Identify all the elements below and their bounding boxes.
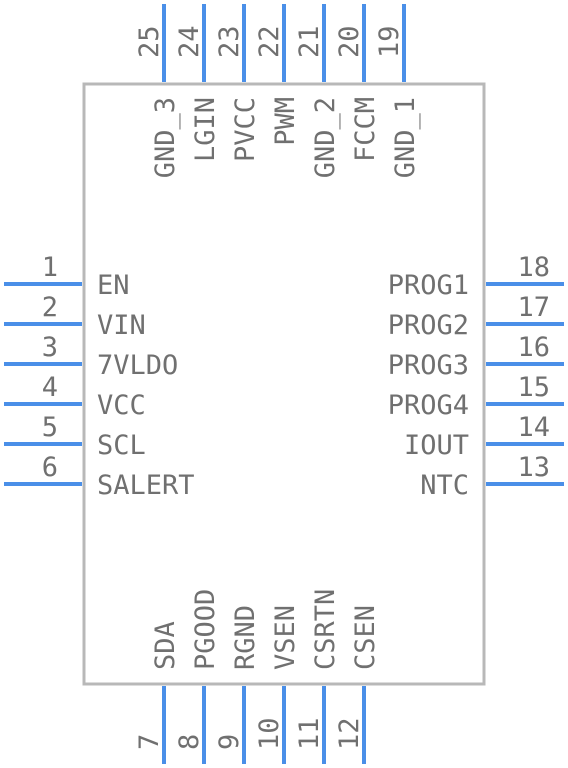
pin-24-name: LGIN bbox=[190, 97, 221, 162]
pin-3-name: 7VLDO bbox=[97, 350, 178, 381]
pin-16-number: 16 bbox=[517, 332, 550, 363]
pin-21-number: 21 bbox=[294, 25, 325, 58]
pin-25-name: GND_3 bbox=[150, 97, 181, 178]
pin-5-number: 5 bbox=[42, 412, 58, 443]
pin-19-number: 19 bbox=[374, 25, 405, 58]
pin-7-number: 7 bbox=[134, 734, 165, 750]
pin-15-name: PROG4 bbox=[388, 390, 469, 421]
pin-20-name: FCCM bbox=[350, 97, 381, 162]
pin-7-name: SDA bbox=[150, 621, 181, 670]
pin-21-name: GND_2 bbox=[310, 97, 341, 178]
pin-25-number: 25 bbox=[134, 25, 165, 58]
ic-body bbox=[82, 82, 486, 686]
pin-18-name: PROG1 bbox=[388, 270, 469, 301]
pin-3-number: 3 bbox=[42, 332, 58, 363]
pin-11-name: CSRTN bbox=[310, 589, 341, 670]
pin-1-name: EN bbox=[97, 270, 130, 301]
pin-13-name: NTC bbox=[420, 470, 469, 501]
pin-12-name: CSEN bbox=[350, 605, 381, 670]
pin-11-number: 11 bbox=[294, 717, 325, 750]
pin-9-number: 9 bbox=[214, 734, 245, 750]
pin-2-name: VIN bbox=[97, 310, 146, 341]
pin-5-name: SCL bbox=[97, 430, 146, 461]
pin-14-name: IOUT bbox=[404, 430, 469, 461]
pin-13-number: 13 bbox=[517, 452, 550, 483]
pin-24-number: 24 bbox=[174, 25, 205, 58]
pin-6-name: SALERT bbox=[97, 470, 195, 501]
pin-8-number: 8 bbox=[174, 734, 205, 750]
pin-23-name: PVCC bbox=[230, 97, 261, 162]
pin-1-number: 1 bbox=[42, 252, 58, 283]
pin-19-name: GND_1 bbox=[390, 97, 421, 178]
pin-18-number: 18 bbox=[517, 252, 550, 283]
pin-22-number: 22 bbox=[254, 25, 285, 58]
pin-15-number: 15 bbox=[517, 372, 550, 403]
pin-10-name: VSEN bbox=[270, 605, 301, 670]
pin-17-name: PROG2 bbox=[388, 310, 469, 341]
pin-4-name: VCC bbox=[97, 390, 146, 421]
pin-9-name: RGND bbox=[230, 605, 261, 670]
pin-20-number: 20 bbox=[334, 25, 365, 58]
pin-6-number: 6 bbox=[42, 452, 58, 483]
pin-16-name: PROG3 bbox=[388, 350, 469, 381]
pin-14-number: 14 bbox=[517, 412, 550, 443]
pin-17-number: 17 bbox=[517, 292, 550, 323]
pin-23-number: 23 bbox=[214, 25, 245, 58]
pin-22-name: PWM bbox=[270, 97, 301, 146]
pin-2-number: 2 bbox=[42, 292, 58, 323]
pin-10-number: 10 bbox=[254, 717, 285, 750]
pin-4-number: 4 bbox=[42, 372, 58, 403]
pin-12-number: 12 bbox=[334, 717, 365, 750]
pin-8-name: PGOOD bbox=[190, 589, 221, 670]
